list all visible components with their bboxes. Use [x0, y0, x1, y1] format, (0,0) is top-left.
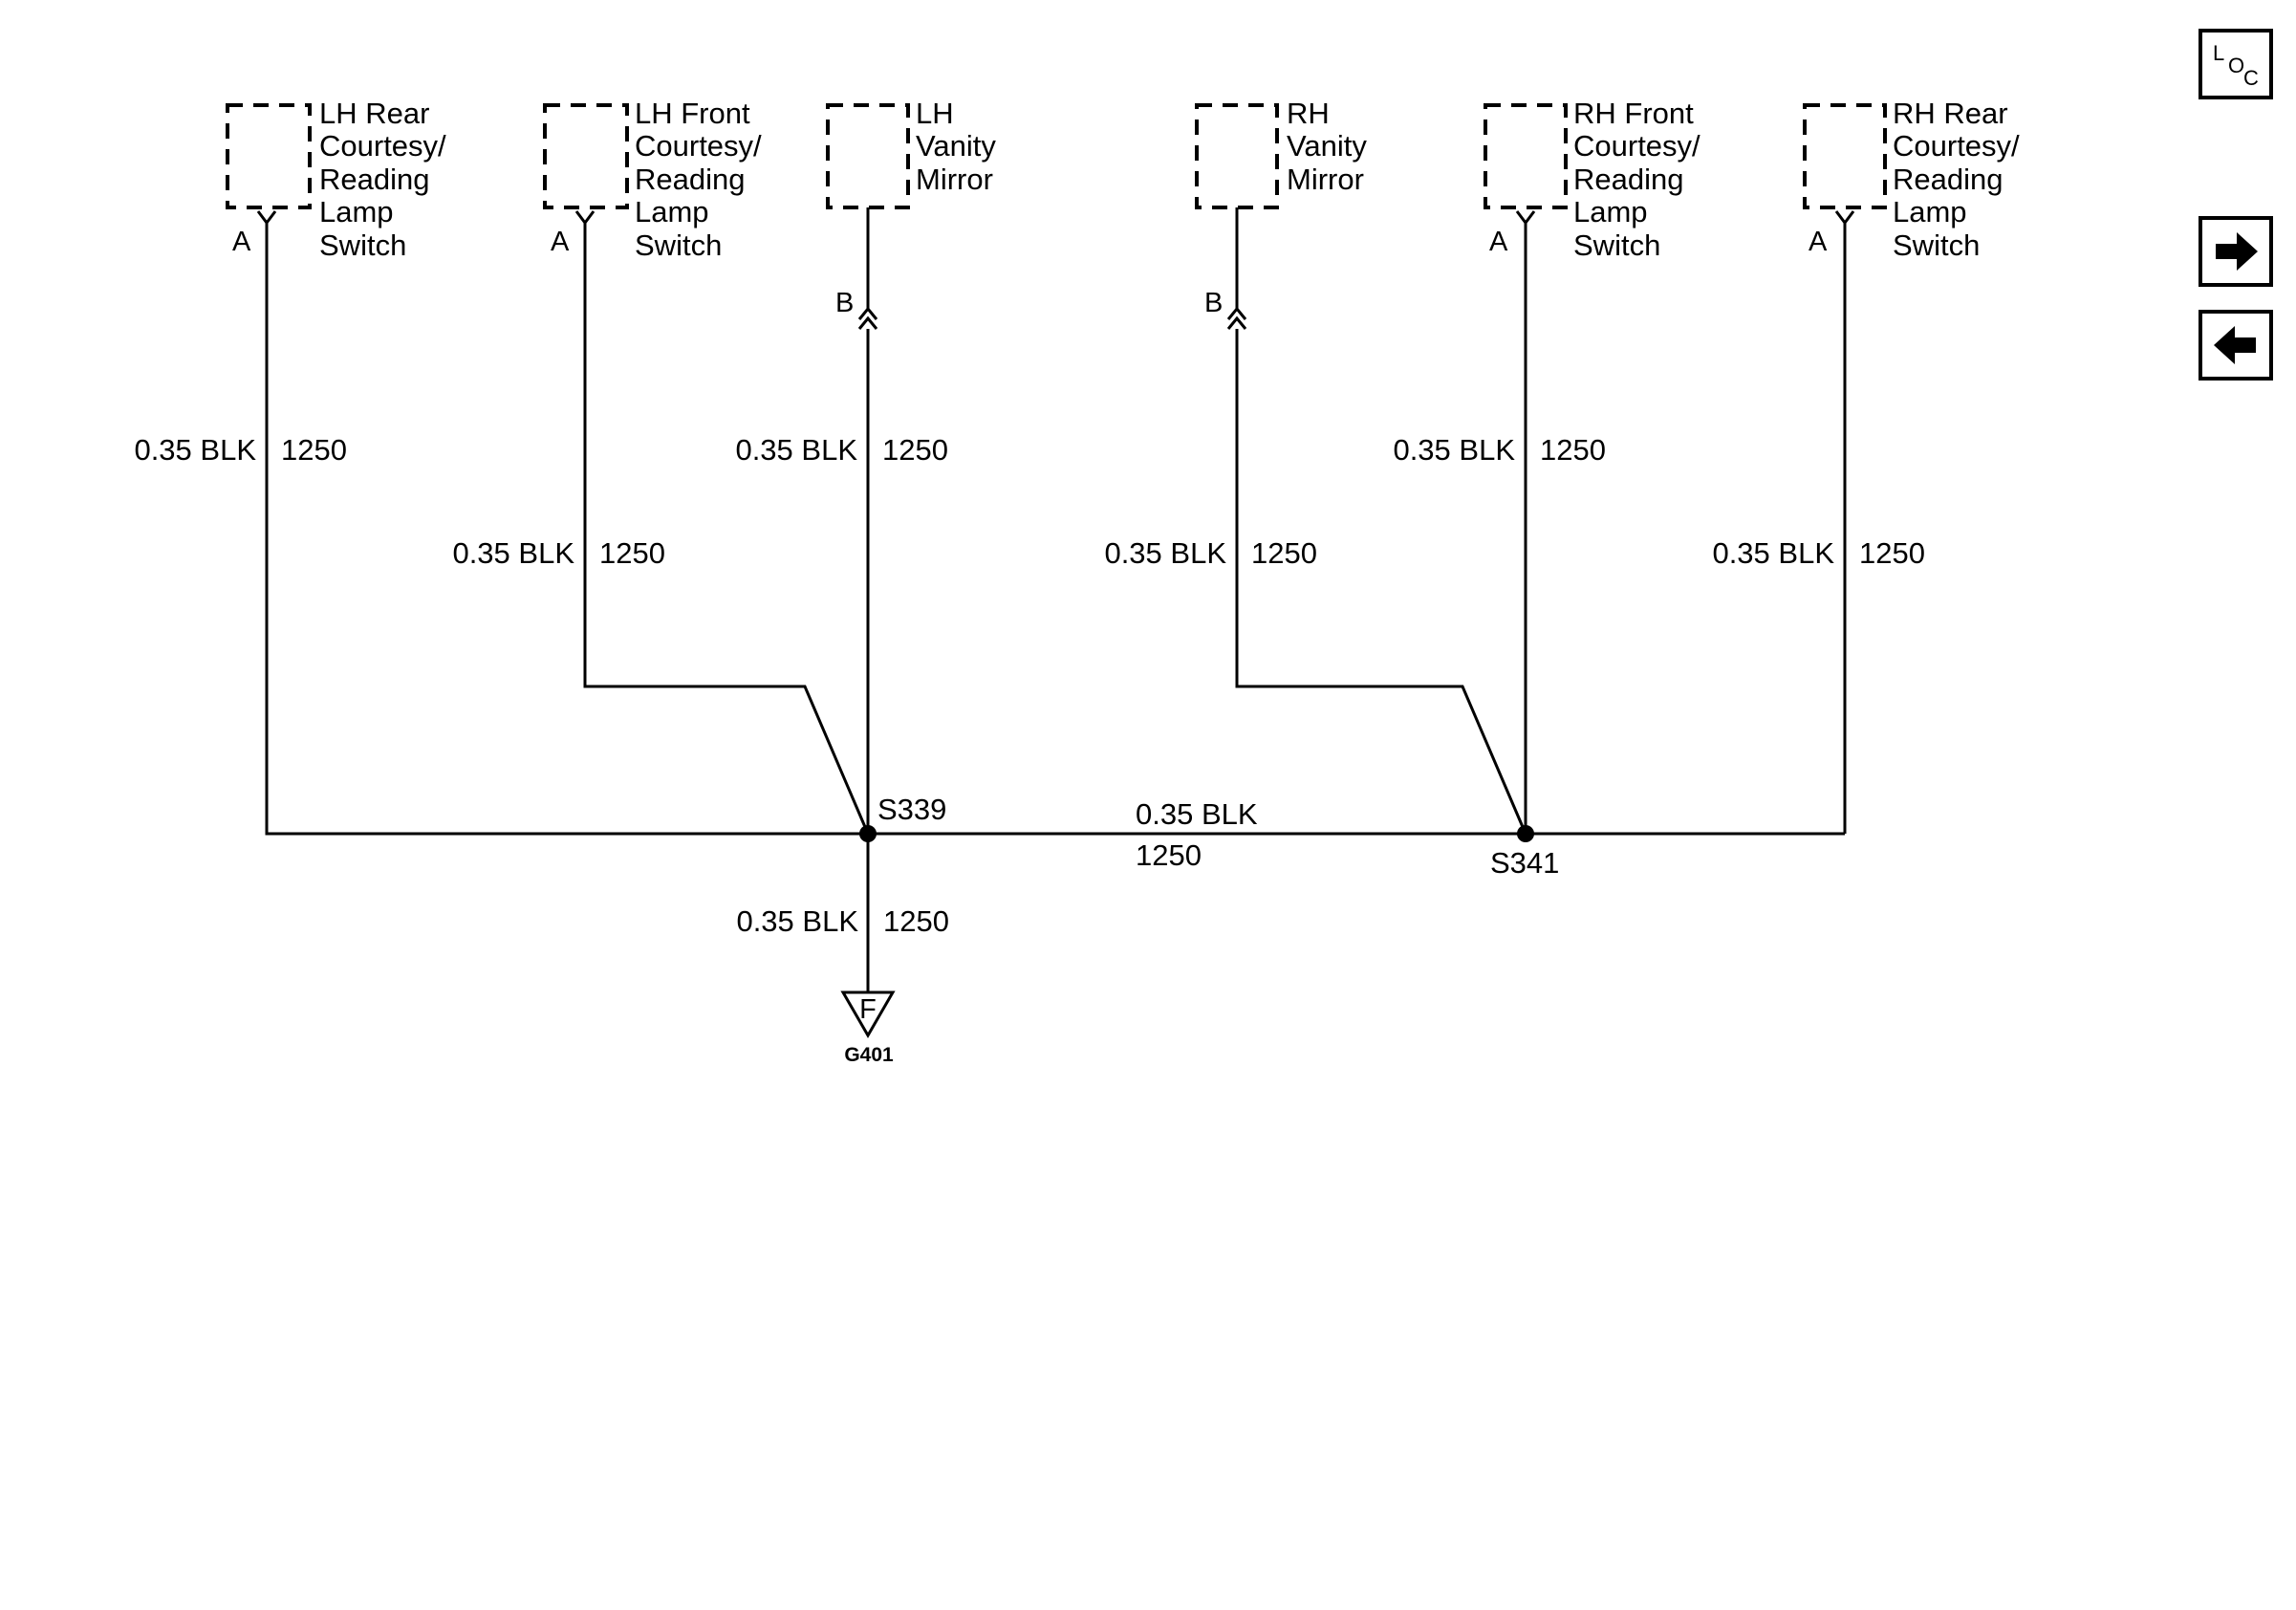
component-label: RH Front Courtesy/ Reading Lamp Switch	[1573, 97, 1708, 262]
component-label: LH Rear Courtesy/ Reading Lamp Switch	[319, 97, 454, 262]
loc-letter: O	[2228, 54, 2244, 77]
svg-text:1250: 1250	[599, 536, 665, 570]
splice-s341[interactable]: S341	[1490, 825, 1559, 880]
pin-a-lh-front	[574, 210, 596, 226]
pin-a-rh-front	[1515, 210, 1536, 226]
pin-label: A	[551, 227, 570, 257]
ground-pin-label: F	[859, 994, 877, 1025]
location-button[interactable]: L O C	[2199, 29, 2273, 99]
splice-label: S339	[877, 793, 946, 826]
component-label: RH Rear Courtesy/ Reading Lamp Switch	[1893, 97, 2027, 262]
forward-button[interactable]	[2199, 216, 2273, 287]
inline-connector-lh	[857, 306, 878, 330]
pin-label: B	[835, 288, 854, 318]
component-rh-front-switch[interactable]: RH Front Courtesy/ Reading Lamp Switch	[1484, 97, 1708, 262]
pin-label: B	[1204, 288, 1223, 318]
wires	[265, 207, 1847, 992]
component-label: LH Front Courtesy/ Reading Lamp Switch	[635, 97, 769, 262]
arrow-right-icon	[2216, 232, 2258, 271]
pin-label: A	[1809, 227, 1828, 257]
loc-letter: L	[2213, 41, 2224, 65]
wire-rh-vanity	[1235, 207, 1527, 835]
component-label: RH Vanity Mirror	[1287, 97, 1375, 196]
svg-text:0.35 BLK: 0.35 BLK	[736, 904, 858, 938]
ground-label: G401	[844, 1044, 894, 1066]
ground-g401[interactable]: F G401	[840, 990, 896, 1066]
back-button[interactable]	[2199, 310, 2273, 381]
wire-lh-rear	[265, 223, 868, 836]
svg-text:0.35 BLK: 0.35 BLK	[1393, 433, 1515, 467]
svg-text:1250: 1250	[281, 433, 347, 467]
pin-label: A	[1489, 227, 1508, 257]
pin-a-lh-rear	[256, 210, 277, 226]
component-lh-rear-switch[interactable]: LH Rear Courtesy/ Reading Lamp Switch	[226, 97, 454, 262]
component-rh-rear-switch[interactable]: RH Rear Courtesy/ Reading Lamp Switch	[1803, 97, 2027, 262]
arrow-left-icon	[2214, 326, 2256, 364]
svg-text:1250: 1250	[882, 433, 948, 467]
loc-letter: C	[2243, 66, 2259, 90]
component-rh-vanity-mirror[interactable]: RH Vanity Mirror	[1195, 97, 1375, 209]
component-lh-front-switch[interactable]: LH Front Courtesy/ Reading Lamp Switch	[543, 97, 769, 262]
svg-text:1250: 1250	[1540, 433, 1606, 467]
svg-text:0.35 BLK: 0.35 BLK	[452, 536, 574, 570]
svg-text:0.35 BLK: 0.35 BLK	[1104, 536, 1226, 570]
component-lh-vanity-mirror[interactable]: LH Vanity Mirror	[826, 97, 1004, 209]
pin-label: A	[232, 227, 251, 257]
splice-label: S341	[1490, 846, 1559, 880]
component-label: LH Vanity Mirror	[916, 97, 1004, 196]
svg-text:1250: 1250	[1136, 838, 1202, 872]
inline-connector-rh	[1226, 306, 1247, 330]
svg-text:1250: 1250	[883, 904, 949, 938]
svg-text:1250: 1250	[1859, 536, 1925, 570]
svg-text:0.35 BLK: 0.35 BLK	[134, 433, 256, 467]
pin-a-rh-rear	[1834, 210, 1855, 226]
connector-pins: A A B B A A	[232, 210, 1855, 330]
wire-labels: 0.35 BLK 1250 0.35 BLK 1250 0.35 BLK 125…	[134, 433, 1925, 938]
svg-text:0.35 BLK: 0.35 BLK	[735, 433, 857, 467]
svg-text:0.35 BLK: 0.35 BLK	[1712, 536, 1834, 570]
svg-text:0.35 BLK: 0.35 BLK	[1136, 797, 1258, 831]
ground-symbol-icon	[840, 990, 896, 1038]
svg-text:1250: 1250	[1251, 536, 1317, 570]
splice-s339[interactable]: S339	[859, 793, 946, 842]
wire-lh-front	[583, 223, 870, 835]
